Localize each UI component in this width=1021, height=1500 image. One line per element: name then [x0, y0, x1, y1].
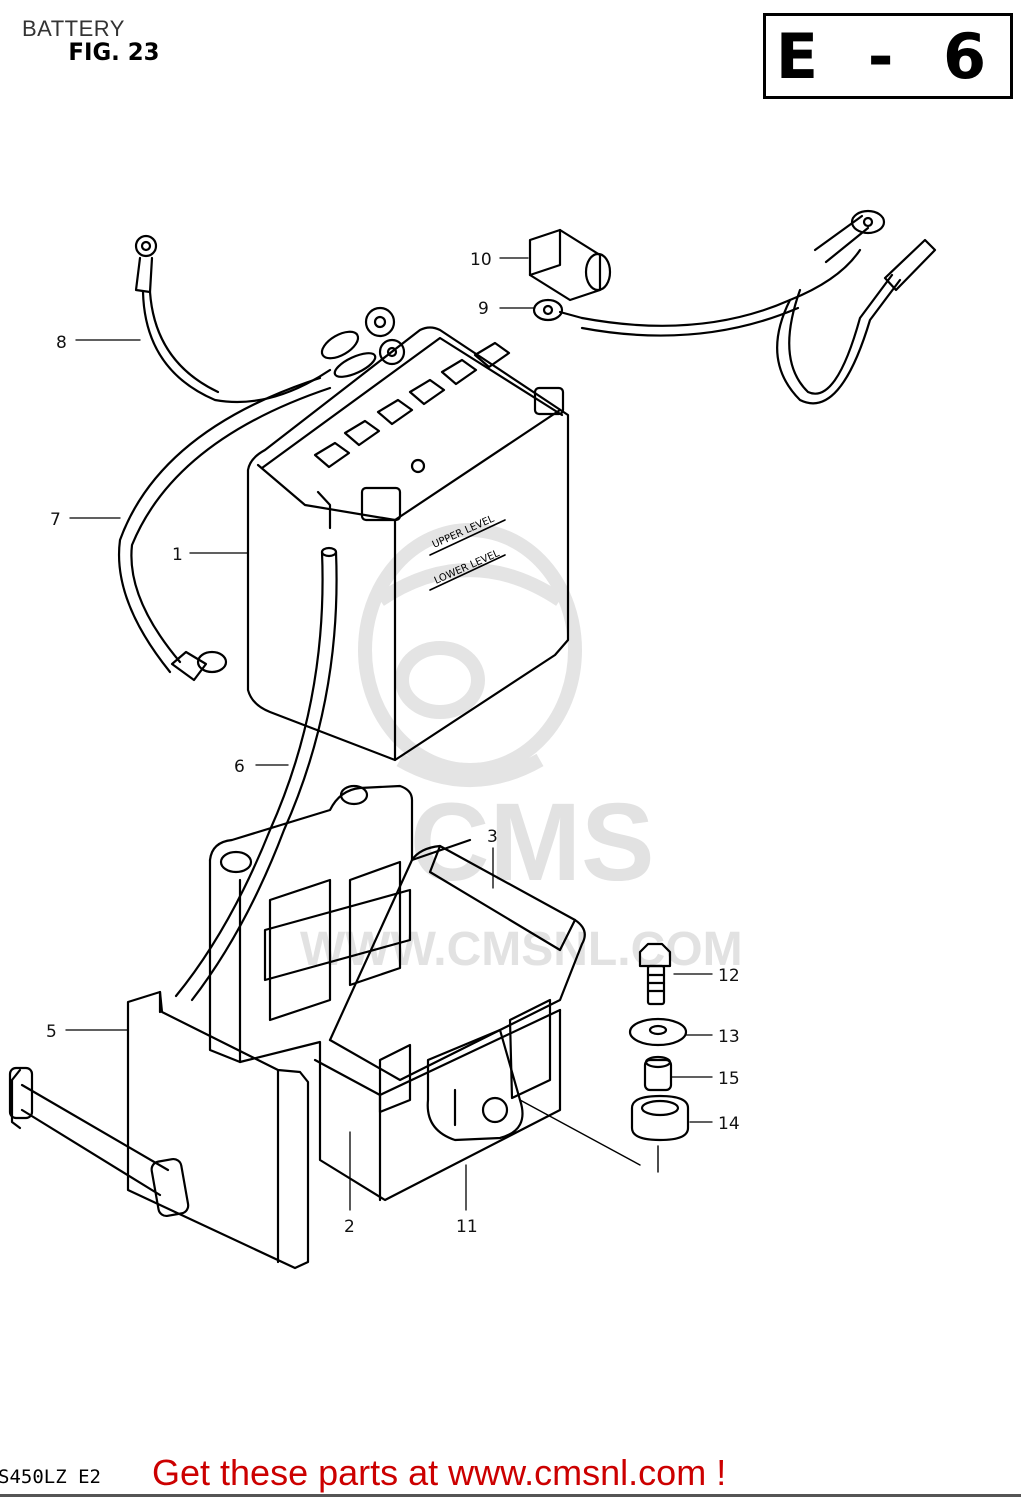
- battery: [246, 326, 570, 762]
- bottom-rule: [0, 1494, 1021, 1497]
- terminal-cap-10: [528, 228, 612, 302]
- callout-2: 2: [344, 1217, 355, 1237]
- figure-label: FIG. 23: [68, 38, 160, 66]
- cable-7: [118, 338, 406, 682]
- callout-1: 1: [172, 545, 183, 565]
- section-box: E - 6: [763, 13, 1013, 99]
- spacer-15: [643, 1055, 673, 1092]
- cable-8: [134, 234, 396, 404]
- callout-14: 14: [718, 1114, 740, 1134]
- callout-6: 6: [234, 757, 245, 777]
- callout-13: 13: [718, 1027, 740, 1047]
- callout-5: 5: [46, 1022, 57, 1042]
- callout-9: 9: [478, 299, 489, 319]
- hardware-axis-line: [519, 1099, 659, 1173]
- watermark-brand: CMS: [410, 781, 654, 904]
- callout-7: 7: [50, 510, 61, 530]
- cover-5: [126, 990, 310, 1270]
- callout-15: 15: [718, 1069, 740, 1089]
- callout-3: 3: [487, 827, 498, 847]
- callout-11: 11: [456, 1217, 478, 1237]
- callout-numbers: 1 2 3 5 6 7 8 9 10 11 12 13 15 14: [46, 250, 740, 1237]
- washer-13: [628, 1017, 688, 1047]
- cushion-14: [630, 1094, 690, 1142]
- battery-tray-3: [328, 844, 586, 1114]
- watermark-mascot-icon: [358, 523, 582, 787]
- page-title: BATTERY: [22, 16, 125, 41]
- parts-link[interactable]: Get these parts at www.cmsnl.com !: [152, 1452, 727, 1493]
- leader-lines: [65, 257, 713, 1211]
- model-code: S450LZ E2: [0, 1466, 101, 1488]
- callout-12: 12: [718, 966, 740, 986]
- section-code: E - 6: [775, 19, 1001, 93]
- battery-band: [8, 1066, 190, 1218]
- callout-10: 10: [470, 250, 492, 270]
- watermark: CMS WWW.CMSNL.COM: [300, 523, 743, 976]
- watermark-url: WWW.CMSNL.COM: [300, 923, 743, 976]
- bolt-12: [638, 942, 672, 1006]
- callout-8: 8: [56, 333, 67, 353]
- cable-9: [532, 209, 937, 405]
- mounting-plate-11: [426, 1028, 524, 1142]
